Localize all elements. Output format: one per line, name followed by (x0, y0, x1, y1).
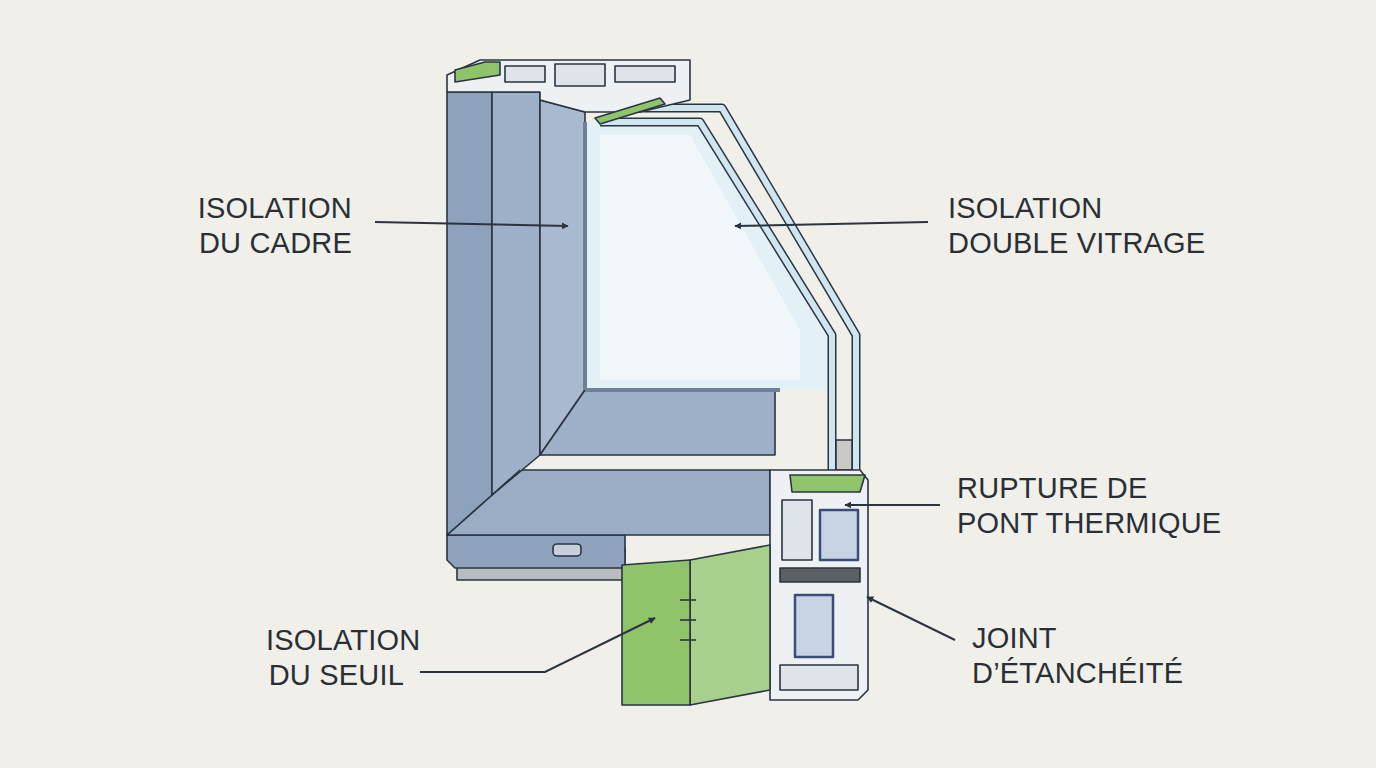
frame-vertical-outer (447, 92, 492, 535)
top-chamber (615, 66, 675, 82)
window-corner (447, 60, 868, 705)
glass-fill (585, 122, 832, 390)
thermal-break (820, 510, 858, 560)
glass-pane (600, 122, 832, 485)
tick (680, 599, 696, 601)
leader-line (420, 618, 655, 672)
top-gasket (595, 98, 665, 124)
leader-line (735, 222, 928, 226)
leader-line (375, 222, 568, 226)
seal-strip (780, 568, 860, 582)
reinforcement (795, 595, 833, 657)
sill-insulation-side (690, 545, 770, 705)
spacer (836, 440, 852, 470)
leader-line (867, 597, 955, 640)
callout-label: RUPTURE DE PONT THERMIQUE (957, 471, 1224, 541)
chamber (780, 665, 858, 690)
leader-line (845, 504, 940, 506)
callout-label: JOINT D’ÉTANCHÉITÉ (972, 621, 995, 691)
glass-pane (625, 108, 856, 485)
top-insulation (455, 62, 500, 82)
frame-vertical-inner (492, 92, 540, 495)
callout-label: ISOLATION DU CADRE (196, 191, 352, 261)
tick (680, 619, 696, 621)
tick (680, 639, 696, 641)
top-chamber (555, 64, 605, 86)
glass-edge (585, 388, 780, 392)
glass-pane (600, 122, 832, 485)
drain-slot (553, 544, 581, 556)
glass-edge (583, 122, 587, 390)
sill-front (447, 535, 625, 568)
chamber (782, 500, 812, 560)
glass-pane (625, 108, 856, 485)
mitre-line (492, 470, 520, 495)
glazing-gasket (790, 475, 865, 492)
glass-reflect (600, 135, 800, 380)
sill-insulation-front (622, 560, 690, 705)
leader-lines (375, 222, 955, 672)
callout-label: ISOLATION DOUBLE VITRAGE (948, 191, 1208, 261)
sash-bottom (540, 390, 775, 455)
callout-label: ISOLATION DU SEUIL (266, 623, 404, 693)
top-chamber (505, 66, 545, 82)
